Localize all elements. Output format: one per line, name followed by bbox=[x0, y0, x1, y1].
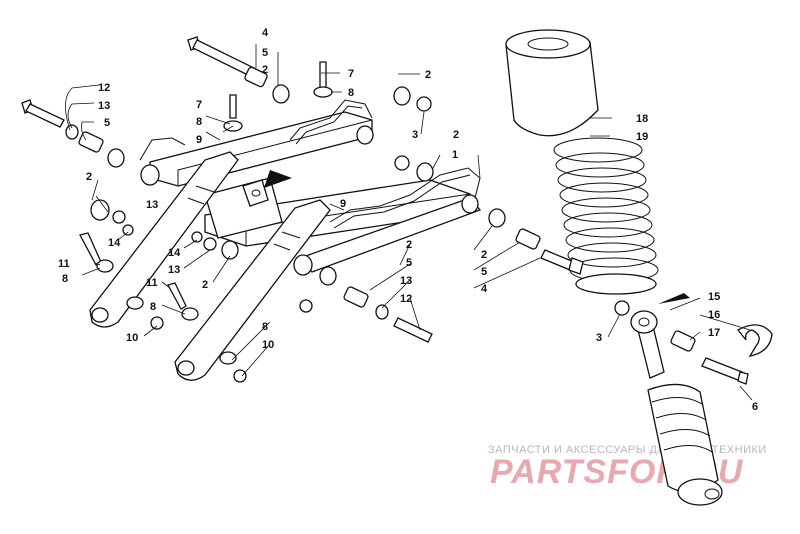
bolt-6-shock bbox=[701, 357, 743, 381]
callout-2-mid: 2 bbox=[202, 279, 208, 291]
spacer-5-lower bbox=[343, 286, 369, 308]
callout-13-left: 13 bbox=[98, 100, 110, 112]
nut-10-left bbox=[150, 316, 164, 330]
shock-absorber bbox=[505, 29, 723, 506]
callout-5-lower: 5 bbox=[406, 257, 412, 269]
callout-8-top: 8 bbox=[348, 87, 354, 99]
callout-2-lower: 2 bbox=[406, 239, 412, 251]
bushing-2-left bbox=[107, 148, 125, 168]
washer-8-mid bbox=[126, 296, 144, 310]
bolt-12-lower bbox=[393, 317, 433, 343]
callout-12-left: 12 bbox=[98, 82, 110, 94]
callout-2-left: 2 bbox=[86, 171, 92, 183]
bushing-2-left-lower bbox=[90, 199, 110, 221]
bushing-2-top bbox=[272, 84, 290, 104]
nut-3-shock bbox=[614, 300, 630, 316]
callout-13-mid: 13 bbox=[168, 264, 180, 276]
callout-3-shock: 3 bbox=[596, 332, 602, 344]
spacer-5-top bbox=[244, 66, 268, 88]
bushing-2-right-lower bbox=[488, 208, 506, 228]
washer-8-top bbox=[313, 86, 333, 98]
washer-8-left bbox=[96, 259, 114, 273]
callout-10-bottom: 10 bbox=[262, 339, 274, 351]
nut-14-mid bbox=[191, 231, 203, 243]
callout-3-right-top: 3 bbox=[412, 129, 418, 141]
bolt-11-mid bbox=[167, 282, 187, 310]
callout-8-left-lower: 8 bbox=[62, 273, 68, 285]
bushing-2-right-top bbox=[393, 86, 411, 106]
link-arm-right bbox=[174, 199, 331, 381]
callout-8-left: 8 bbox=[196, 116, 202, 128]
callout-14-mid: 14 bbox=[168, 247, 181, 259]
callout-4-right: 4 bbox=[481, 283, 488, 295]
callout-4-top: 4 bbox=[262, 27, 269, 39]
bolt-7-left bbox=[229, 94, 237, 119]
front-direction-arrow bbox=[264, 170, 292, 188]
washer-8-bottom bbox=[219, 351, 237, 365]
callout-8-bottom: 8 bbox=[262, 321, 268, 333]
callout-2-right: 2 bbox=[453, 129, 459, 141]
callout-17: 17 bbox=[708, 327, 720, 339]
washer-13-mid bbox=[203, 237, 217, 251]
bushing-2-right bbox=[416, 162, 434, 182]
washer-13-lower bbox=[375, 304, 389, 320]
bushing-2-lower bbox=[319, 266, 337, 286]
callout-7-left: 7 bbox=[196, 99, 202, 111]
callout-18: 18 bbox=[636, 113, 648, 125]
nut-10-bottom bbox=[233, 369, 247, 383]
callout-8-mid: 8 bbox=[150, 301, 156, 313]
washer-8-lower bbox=[181, 307, 199, 321]
washer-13-left-lower bbox=[112, 210, 126, 224]
spacer-5-right bbox=[515, 228, 541, 250]
nut-14-left bbox=[122, 224, 134, 236]
callout-11-left: 11 bbox=[58, 258, 70, 270]
callout-19: 19 bbox=[636, 131, 648, 143]
nut-3-top bbox=[416, 96, 432, 112]
washer-13-left bbox=[65, 124, 79, 140]
callout-2-right-lower: 2 bbox=[481, 249, 487, 261]
callout-1: 1 bbox=[452, 149, 458, 161]
callout-10-left: 10 bbox=[126, 332, 138, 344]
callout-5-right: 5 bbox=[481, 266, 487, 278]
coil-spring bbox=[553, 137, 659, 295]
callout-15: 15 bbox=[708, 291, 720, 303]
callout-labels: 4 5 2 7 8 2 3 2 1 18 19 12 13 5 7 8 9 2 … bbox=[58, 27, 758, 413]
callout-13-lower: 13 bbox=[400, 275, 412, 287]
nut-3-right bbox=[394, 155, 410, 171]
leader-lines bbox=[65, 44, 753, 401]
callout-5-left: 5 bbox=[104, 117, 110, 129]
shock-direction-arrow bbox=[658, 293, 690, 304]
callout-13-left-lower: 13 bbox=[146, 199, 158, 211]
bolt-11-left bbox=[79, 232, 102, 266]
callout-9-right: 9 bbox=[340, 198, 346, 210]
bolt-4-right bbox=[540, 249, 584, 275]
link-arm-left bbox=[89, 151, 239, 328]
spacer-17-shock bbox=[670, 330, 696, 352]
bushing-2-mid bbox=[221, 240, 239, 260]
clip-16-shock bbox=[737, 324, 773, 357]
callout-14-left: 14 bbox=[108, 237, 121, 249]
callout-6: 6 bbox=[752, 401, 758, 413]
callout-12-lower: 12 bbox=[400, 293, 412, 305]
bolt-12-left bbox=[21, 99, 65, 128]
callout-16: 16 bbox=[708, 309, 720, 321]
bolt-7-top bbox=[319, 61, 327, 89]
callout-9-left: 9 bbox=[196, 134, 202, 146]
nut-3-lower bbox=[299, 299, 313, 313]
spacer-5-left bbox=[78, 131, 104, 153]
callout-7-top: 7 bbox=[348, 68, 354, 80]
callout-5-top: 5 bbox=[262, 47, 268, 59]
callout-2-top: 2 bbox=[262, 64, 268, 76]
callout-11-mid: 11 bbox=[146, 277, 158, 289]
callout-2-right-top: 2 bbox=[425, 69, 431, 81]
